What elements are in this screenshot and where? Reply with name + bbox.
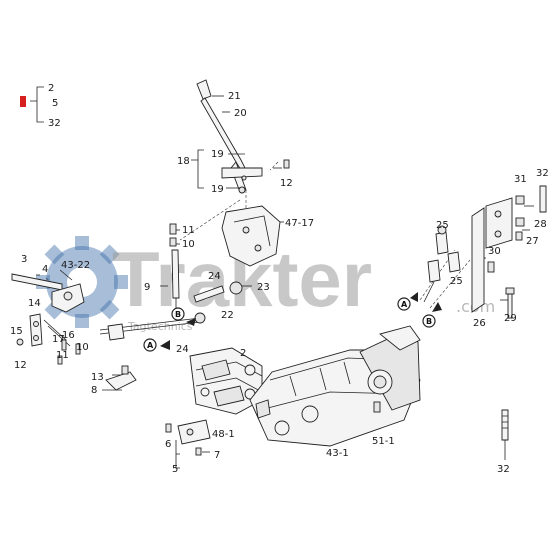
arrow-icon [410, 292, 418, 302]
callout-27: 27 [526, 236, 539, 247]
arrow-icon [432, 302, 442, 312]
legend-bottom: 32 [48, 118, 61, 129]
reference-tags: B A A B [143, 292, 442, 352]
callout-29: 29 [504, 313, 517, 324]
small-fasteners [169, 159, 290, 247]
part-47-17-bracket [221, 205, 284, 267]
legend-mid: 5 [52, 98, 58, 109]
callout-24-top: 24 [208, 271, 221, 282]
control-cable [99, 249, 243, 341]
tag-b-left: B [171, 307, 185, 321]
legend-top: 2 [48, 83, 54, 94]
shaft-32 [501, 409, 509, 441]
legend-bracket: 2 5 32 [20, 83, 61, 129]
arrow-icon [186, 318, 196, 326]
lever-linkage [11, 273, 85, 365]
callout-8: 8 [91, 385, 97, 396]
callout-4: 4 [42, 264, 48, 275]
tag-b-right: B [422, 314, 436, 328]
selection-marker-icon [20, 96, 26, 107]
callout-32-bottom: 32 [497, 464, 510, 475]
callout-20: 20 [234, 108, 247, 119]
arrow-icon [160, 340, 170, 350]
svg-text:A: A [401, 300, 408, 309]
callout-2: 2 [240, 348, 246, 359]
callout-25-top: 25 [436, 220, 449, 231]
callout-19-bottom: 19 [211, 184, 224, 195]
callout-31: 31 [514, 174, 527, 185]
callout-23: 23 [257, 282, 270, 293]
svg-text:B: B [426, 317, 432, 326]
svg-text:A: A [147, 341, 154, 350]
callout-18: 18 [177, 156, 190, 167]
callout-16: 16 [62, 330, 75, 341]
callout-11-bottom: 11 [56, 350, 69, 361]
callout-24-bottom: 24 [176, 344, 189, 355]
callout-12-bottom: 12 [14, 360, 27, 371]
callout-48-1: 48-1 [212, 429, 235, 440]
callout-labels: 21 20 18 19 19 12 11 10 47-17 3 4 43-22 … [10, 91, 549, 475]
callout-10-top: 10 [182, 239, 195, 250]
shift-lever [196, 79, 263, 194]
callout-19-top: 19 [211, 149, 224, 160]
part-8-bracket [105, 365, 137, 391]
callout-30: 30 [488, 246, 501, 257]
callout-22: 22 [221, 310, 234, 321]
callout-7: 7 [214, 450, 220, 461]
callout-12-top: 12 [280, 178, 293, 189]
callout-3: 3 [21, 254, 27, 265]
callout-17: 17 [52, 334, 65, 345]
callout-43-1: 43-1 [326, 448, 349, 459]
hydraulic-fittings [423, 225, 495, 303]
callout-15: 15 [10, 326, 23, 337]
callout-25-bottom: 25 [450, 276, 463, 287]
callout-51-1: 51-1 [372, 436, 395, 447]
tag-a-right: A [397, 297, 411, 311]
part-5-bracket [165, 419, 211, 456]
callout-9: 9 [144, 282, 150, 293]
bolt-29 [505, 287, 515, 319]
mounting-plate [471, 185, 547, 313]
control-valve [189, 347, 263, 415]
callout-28: 28 [534, 219, 547, 230]
callout-11-top: 11 [182, 225, 195, 236]
svg-text:B: B [175, 310, 181, 319]
callout-47-17: 47-17 [285, 218, 314, 229]
callout-21: 21 [228, 91, 241, 102]
callout-10-bottom: 10 [76, 342, 89, 353]
callout-26: 26 [473, 318, 486, 329]
callout-14: 14 [28, 298, 41, 309]
callout-13: 13 [91, 372, 104, 383]
lift-housing [249, 325, 421, 447]
callout-5: 5 [172, 464, 178, 475]
tag-a-left: A [143, 338, 157, 352]
callout-32-top: 32 [536, 168, 549, 179]
callout-6: 6 [165, 439, 171, 450]
callout-43-22: 43-22 [61, 260, 90, 271]
